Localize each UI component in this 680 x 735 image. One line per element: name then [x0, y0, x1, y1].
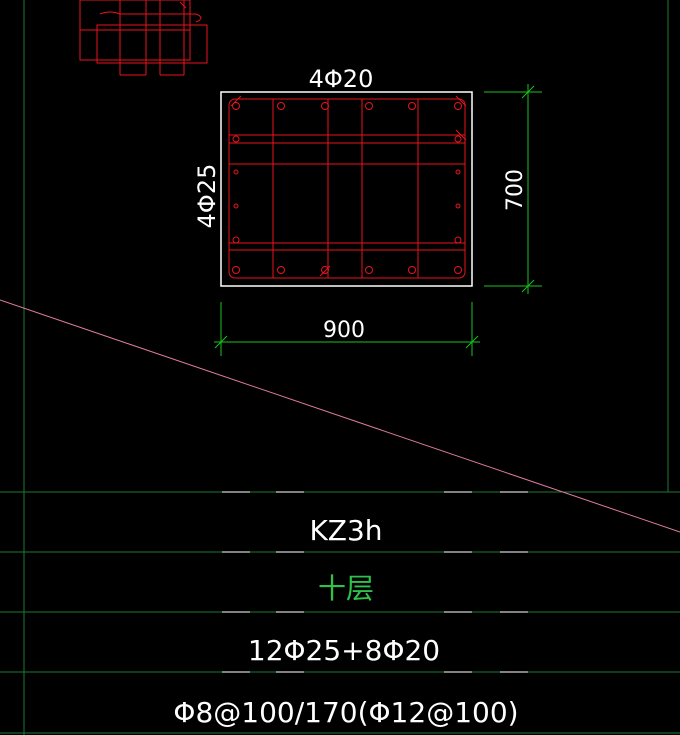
stirrups: [228, 95, 467, 279]
cropped-rebar-detail: [79, 0, 208, 76]
diagonal-reference-line: [0, 299, 680, 533]
column-id: KZ3h: [309, 514, 382, 547]
dimension-width-label: 900: [323, 318, 365, 343]
dimension-height-label: 700: [503, 169, 528, 211]
column-outline: [220, 91, 473, 287]
top-bar-label: 4Φ20: [309, 65, 374, 93]
row-dash-marks: [222, 491, 528, 673]
column-section: [220, 91, 473, 287]
side-bar-label: 4Φ25: [193, 164, 221, 229]
dimension-lines: [214, 84, 542, 356]
floor-label: 十层: [318, 572, 374, 605]
rebar-bars: [232, 102, 462, 274]
stirrup-spec: Φ8@100/170(Φ12@100): [173, 696, 518, 729]
longitudinal-rebar: 12Φ25+8Φ20: [248, 634, 440, 667]
